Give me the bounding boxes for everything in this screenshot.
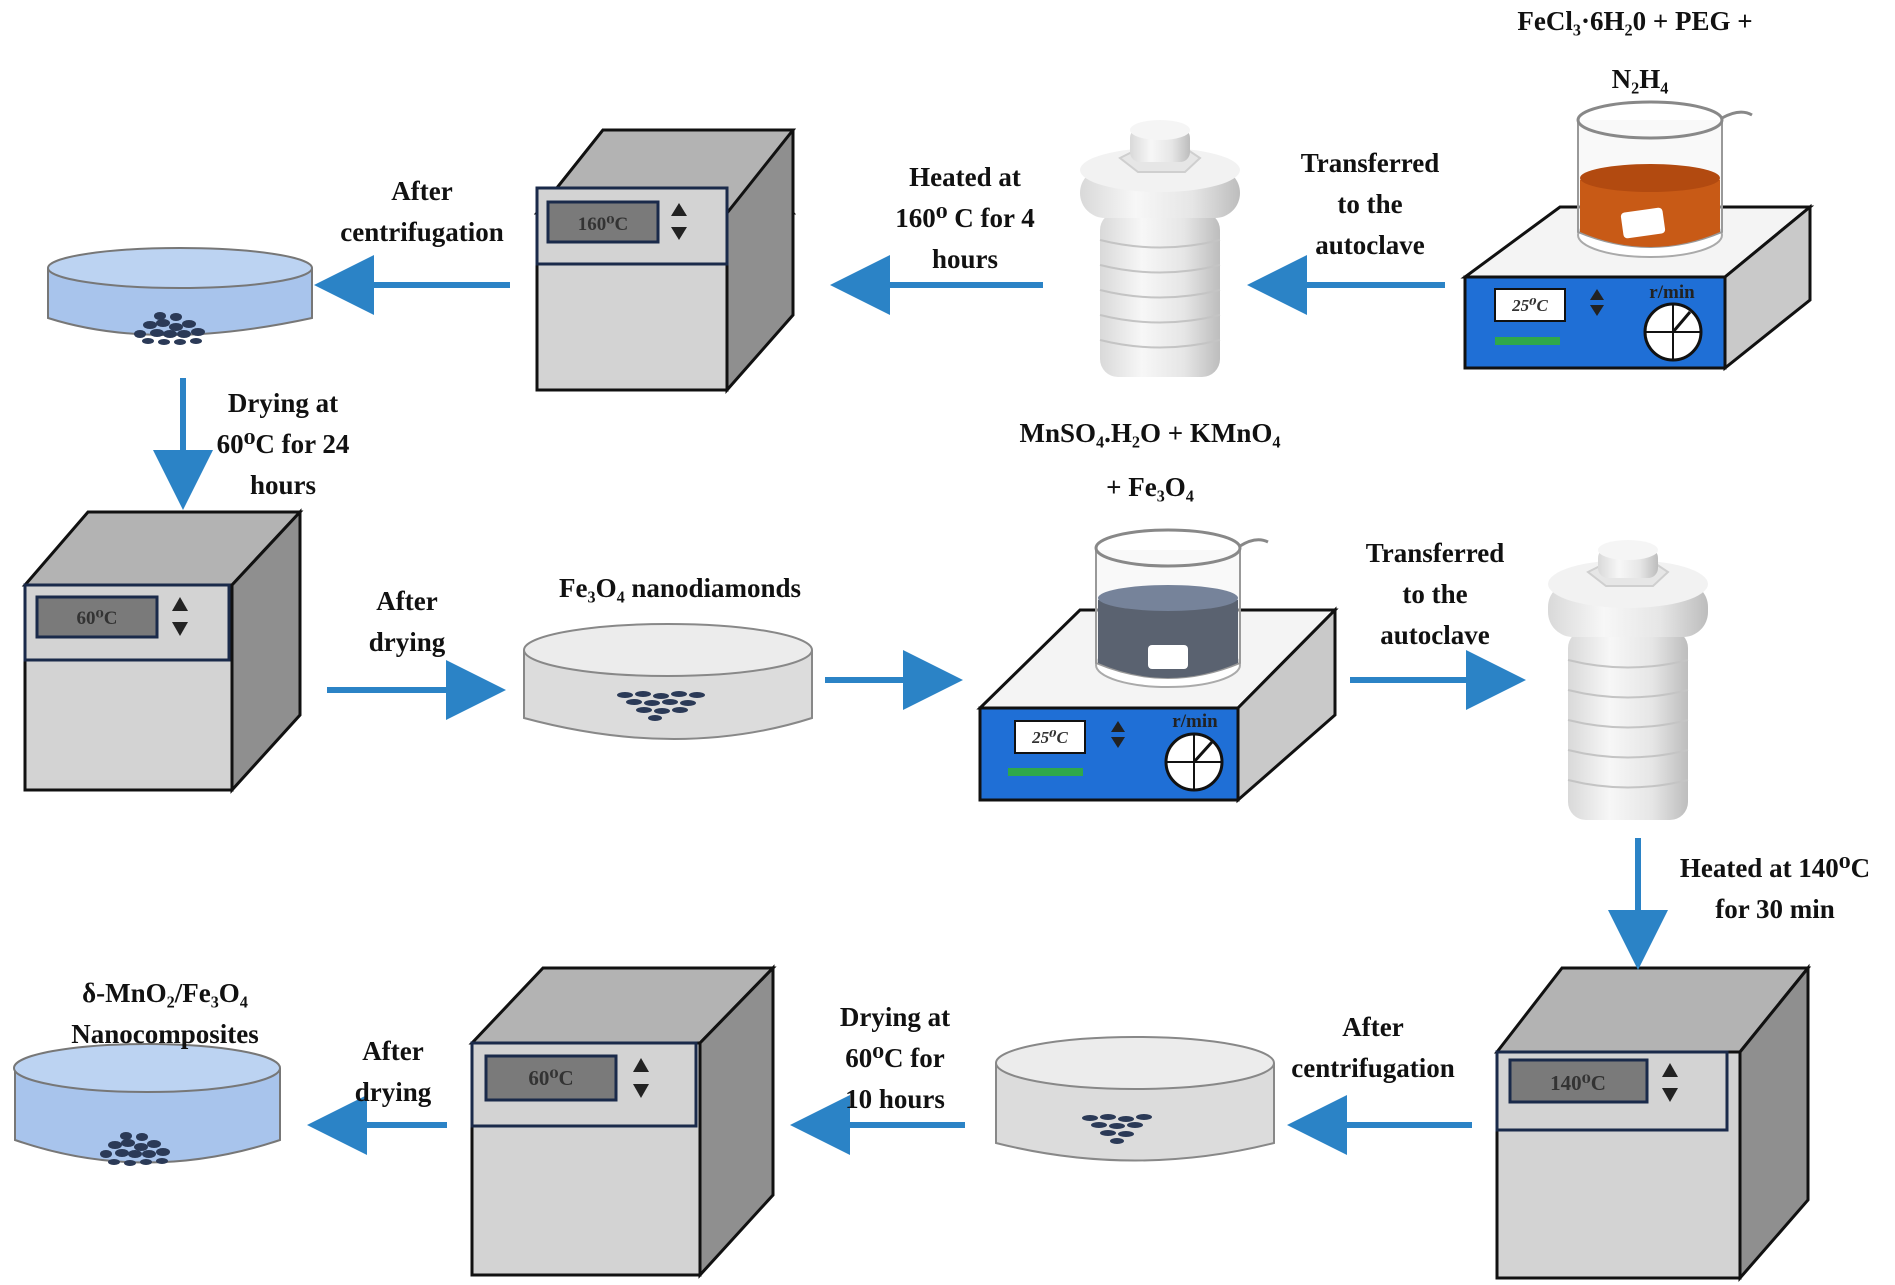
label-line: After	[376, 586, 437, 616]
label-after-drying-2: After drying	[355, 1036, 432, 1107]
label-line: for 30 min	[1715, 894, 1835, 924]
label-fe3o4-nanodiamonds: Fe₃O₄ nanodiamonds	[559, 573, 801, 603]
label-line: After	[362, 1036, 423, 1066]
label-centrifuge-1: After centrifugation	[340, 176, 503, 247]
label-line: drying	[355, 1077, 432, 1107]
beaker-gray	[1094, 528, 1269, 688]
up-down-arrows-icon	[1590, 289, 1604, 316]
label-line: 160⁰ C for 4	[895, 203, 1035, 233]
label-line: centrifugation	[1291, 1053, 1454, 1083]
rpm-unit-label: r/min	[1172, 711, 1218, 732]
stirrer-temp-text: 25⁰C	[1511, 296, 1548, 315]
petri-dish-gray-2	[995, 1036, 1275, 1162]
label-line: Transferred	[1366, 538, 1504, 568]
label-line: drying	[369, 627, 446, 657]
stirrer-temp-text: 25⁰C	[1031, 728, 1068, 747]
oven-display-text: 60⁰C	[76, 608, 117, 629]
label-mid-reagents: MnSO₄.H₂O + KMnO₄ + Fe₃O₄	[1020, 418, 1281, 502]
label-after-drying-1: After drying	[369, 586, 446, 657]
up-down-arrows-icon	[172, 597, 188, 636]
label-line: centrifugation	[340, 217, 503, 247]
label-line: Drying at	[228, 388, 338, 418]
rpm-unit-label: r/min	[1649, 282, 1695, 303]
up-down-arrows-icon	[633, 1058, 649, 1098]
reagent-line-1: FeCl₃·6H₂0 + PEG +	[1517, 6, 1752, 36]
label-line: 10 hours	[845, 1084, 945, 1114]
label-line: hours	[932, 244, 998, 274]
label-line: Transferred	[1301, 148, 1439, 178]
label-top-reagents: FeCl₃·6H₂0 + PEG + N₂H₄	[1517, 6, 1752, 94]
label-line: 60⁰C for 24	[217, 429, 350, 459]
label-line: δ-MnO₂/Fe₃O₄	[82, 978, 248, 1008]
label-line: autoclave	[1380, 620, 1489, 650]
beaker-orange	[1576, 100, 1753, 258]
label-line: Heated at 140⁰C	[1680, 853, 1870, 883]
label-line: autoclave	[1315, 230, 1424, 260]
petri-dish-blue-1	[47, 247, 313, 345]
label-drying-24h: Drying at 60⁰C for 24 hours	[217, 388, 350, 500]
magnetic-stirrer-1: 25⁰C r/min	[1460, 100, 1815, 372]
up-down-arrows-icon	[1111, 721, 1125, 748]
label-drying-10h: Drying at 60⁰C for 10 hours	[840, 1002, 950, 1114]
oven-140c: 140⁰C	[1493, 963, 1812, 1283]
label-transfer-1: Transferred to the autoclave	[1301, 148, 1439, 260]
flow-arrows	[153, 255, 1668, 1155]
autoclave-1	[1080, 120, 1240, 377]
label-product: δ-MnO₂/Fe₃O₄ Nanocomposites	[71, 978, 259, 1049]
autoclave-2	[1548, 540, 1708, 820]
label-centrifuge-2: After centrifugation	[1291, 1012, 1454, 1083]
oven-160c: 160⁰C	[533, 128, 797, 394]
label-line: After	[1342, 1012, 1403, 1042]
label-heated-140: Heated at 140⁰C for 30 min	[1680, 853, 1870, 924]
label-transfer-2: Transferred to the autoclave	[1366, 538, 1504, 650]
magnetic-stirrer-2: 25⁰C r/min	[976, 528, 1339, 804]
reagent-line-2: N₂H₄	[1612, 64, 1669, 94]
oven-display-text: 160⁰C	[578, 214, 629, 235]
label-line: After	[391, 176, 452, 206]
reagent-line-2: + Fe₃O₄	[1106, 472, 1194, 502]
label-line: to the	[1402, 579, 1467, 609]
up-down-arrows-icon	[1662, 1063, 1678, 1102]
label-heated-160: Heated at 160⁰ C for 4 hours	[895, 162, 1035, 274]
label-line: to the	[1337, 189, 1402, 219]
oven-60c-a: 60⁰C	[21, 508, 304, 794]
label-line: hours	[250, 470, 316, 500]
petri-dish-blue-2	[13, 1043, 281, 1166]
dial-icon	[1164, 732, 1224, 792]
dial-icon	[1643, 302, 1703, 362]
petri-dish-gray-1	[523, 623, 813, 740]
label-line: Nanocomposites	[71, 1019, 259, 1049]
oven-display-text: 140⁰C	[1550, 1071, 1606, 1095]
up-down-arrows-icon	[671, 203, 687, 240]
oven-display-text: 60⁰C	[528, 1066, 573, 1090]
label-line: Drying at	[840, 1002, 950, 1032]
label-line: Heated at	[909, 162, 1021, 192]
oven-60c-b: 60⁰C	[468, 964, 777, 1279]
label-line: 60⁰C for	[845, 1043, 945, 1073]
reagent-line-1: MnSO₄.H₂O + KMnO₄	[1020, 418, 1281, 448]
